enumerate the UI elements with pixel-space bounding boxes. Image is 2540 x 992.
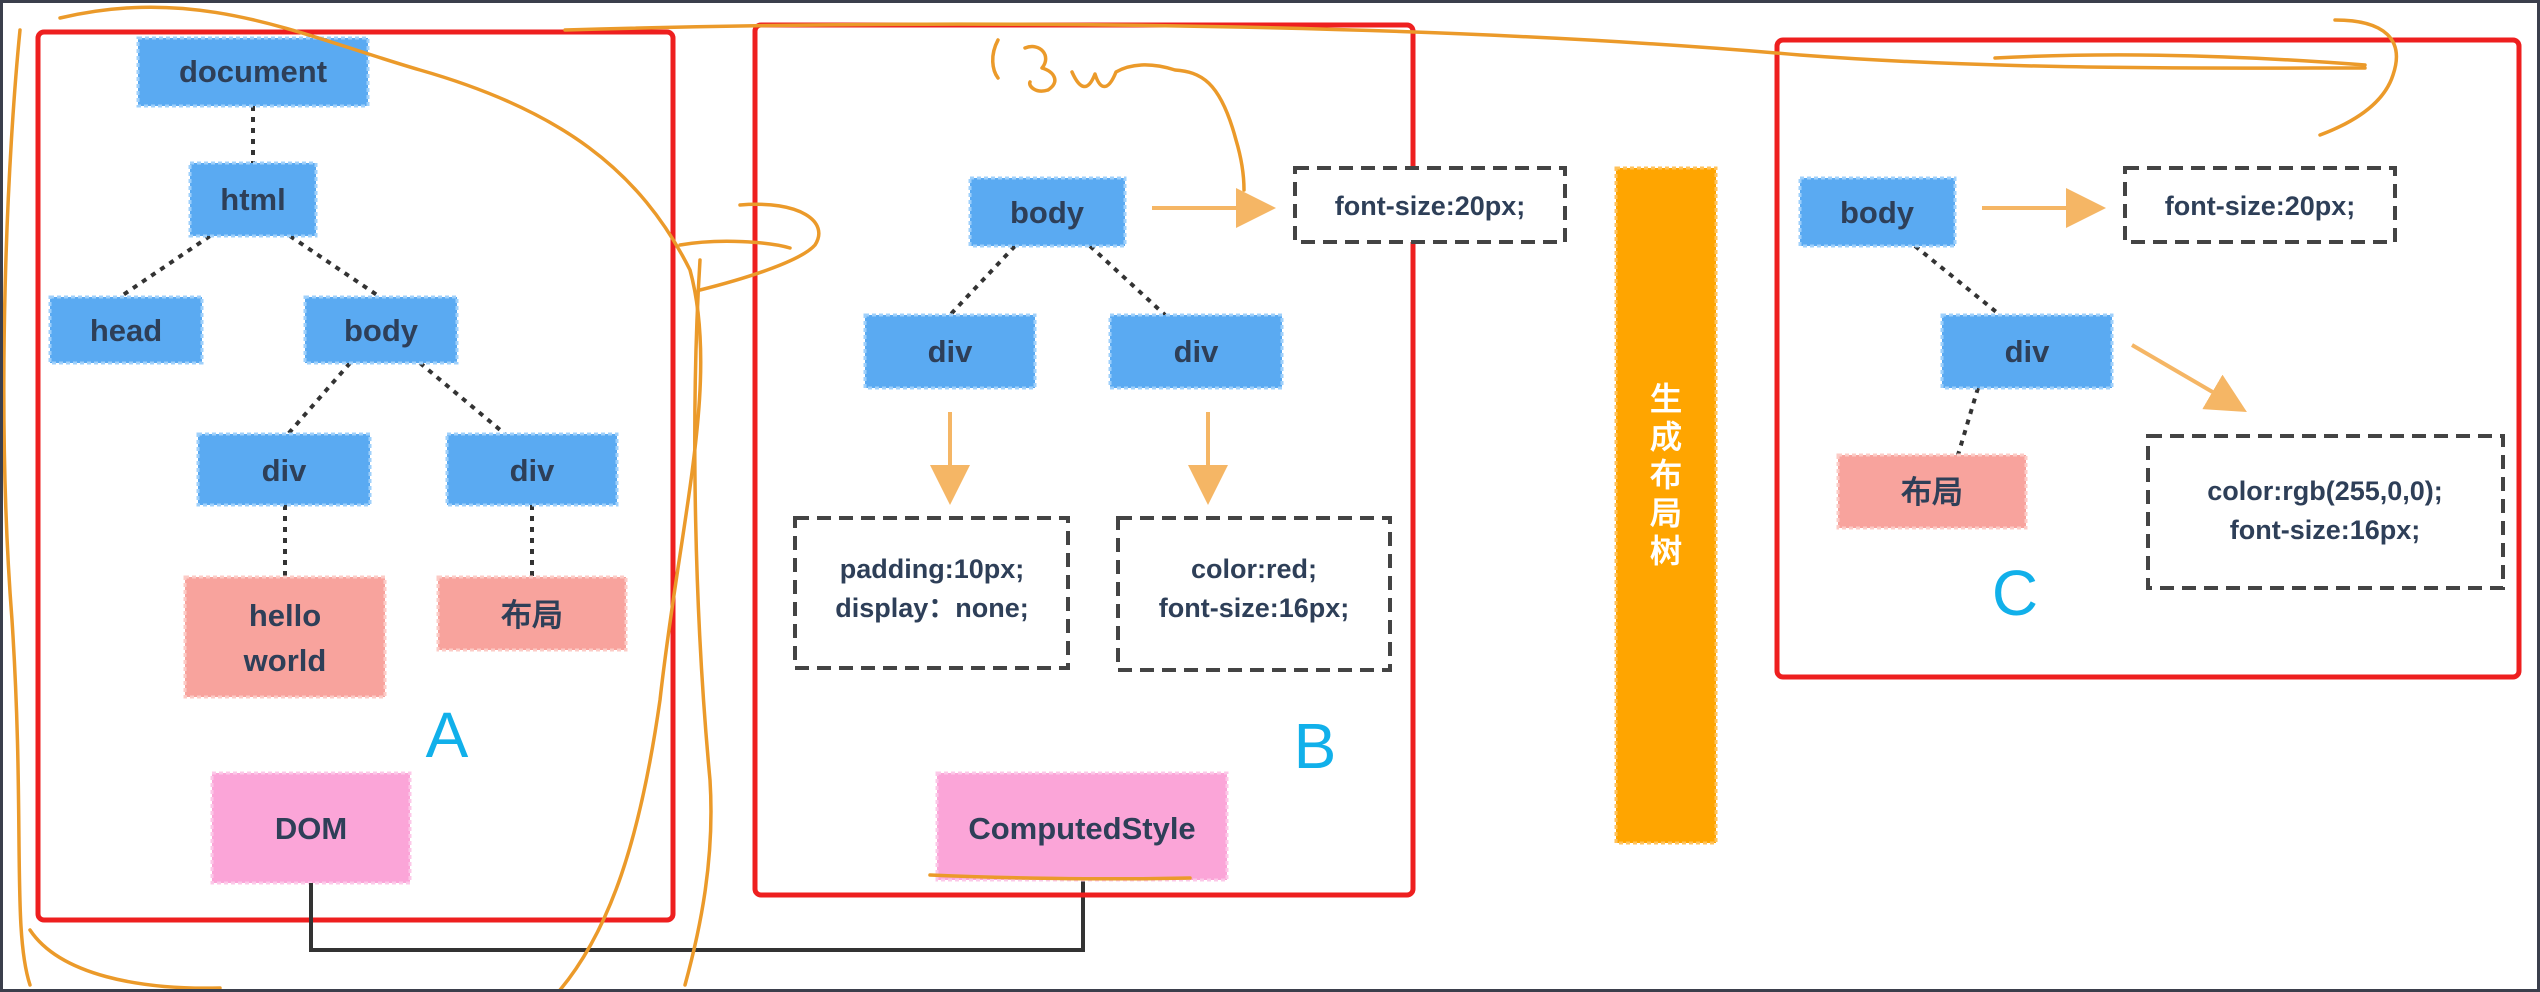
ink-pointer-a-1 — [678, 239, 792, 250]
node-text-layout-c: 布局 — [1836, 453, 2028, 530]
ink-loop-bottom-left — [28, 928, 222, 990]
panel-b-letter: B — [1294, 710, 1337, 782]
panel-b-arrows — [930, 188, 1276, 505]
ink-scribble-1 — [991, 38, 1000, 80]
ink-underline-computed-style — [928, 873, 1192, 881]
text-line: hello — [249, 598, 321, 633]
style-b-right-text: color:red; font-size:16px; — [1159, 554, 1350, 623]
panel-a-frame — [35, 29, 676, 923]
vertical-glyph: 树 — [1650, 533, 1682, 569]
node-body-b-label: body — [1010, 195, 1085, 230]
node-div-a-left-label: div — [262, 453, 308, 488]
panel-c-edges — [1913, 244, 2002, 456]
vertical-glyph: 生 — [1650, 381, 1682, 417]
node-div-b-left-label: div — [928, 334, 974, 369]
node-text-layout-a-label: 布局 — [501, 598, 563, 633]
ink-line-top-2 — [1993, 53, 2367, 67]
node-document: document — [136, 36, 370, 108]
style-c-div-text: color:rgb(255,0,0); font-size:16px; — [2207, 476, 2443, 545]
text-line: color:rgb(255,0,0); — [2207, 476, 2443, 506]
node-div-a-right: div — [445, 432, 619, 507]
node-div-b-left: div — [863, 313, 1037, 390]
vertical-glyph: 局 — [1650, 495, 1682, 531]
text-line: font-size:20px; — [1335, 191, 1526, 221]
node-body-a: body — [303, 295, 459, 365]
node-div-c-label: div — [2005, 334, 2051, 369]
ink-pointer-a-2 — [698, 202, 821, 292]
node-head: head — [48, 295, 204, 365]
node-body-b: body — [968, 176, 1127, 248]
ink-scribble-2 — [1023, 44, 1057, 93]
edge-c-body-div — [1913, 244, 2002, 317]
text-line: display：none; — [835, 593, 1029, 623]
node-div-c: div — [1940, 313, 2114, 390]
ink-stroke-mid — [683, 258, 713, 987]
edge-body-div-left — [286, 361, 352, 436]
panel-a-letter: A — [426, 699, 469, 771]
node-text-hello-world-label: hello world — [243, 598, 327, 678]
dom-style-connector — [309, 880, 1085, 952]
panel-b-edges — [948, 244, 1167, 317]
dom-caption-label: DOM — [275, 811, 347, 846]
style-b-left-text: padding:10px; display：none; — [835, 554, 1029, 623]
text-line: padding:10px; — [840, 554, 1025, 584]
ink-scribble-3 — [1070, 63, 1246, 192]
node-text-layout-c-label: 布局 — [1901, 475, 1963, 510]
text-line: font-size:16px; — [2230, 515, 2421, 545]
ink-hook-right — [2318, 18, 2399, 137]
node-head-label: head — [90, 313, 162, 348]
edge-body-div-right — [418, 361, 507, 436]
style-b-body-text: font-size:20px; — [1335, 191, 1526, 221]
ink-loop-left — [2, 28, 32, 987]
panel-c-frame — [1774, 37, 2522, 680]
computed-style-caption: ComputedStyle — [935, 771, 1229, 882]
handwritten-annotations — [2, 5, 2399, 992]
edge-html-head — [118, 234, 212, 299]
style-c-body-text: font-size:20px; — [2165, 191, 2356, 221]
style-box-c-body: font-size:20px; — [2123, 166, 2397, 244]
vertical-glyph: 成 — [1650, 419, 1682, 455]
panel-a-edges — [118, 106, 534, 577]
edge-html-body — [288, 234, 382, 299]
node-text-hello-world: hello world — [183, 575, 387, 699]
node-body-a-label: body — [344, 313, 419, 348]
text-line: world — [243, 643, 327, 678]
arrow-c-div-style — [2130, 343, 2247, 413]
panel-c-letter: C — [1992, 557, 2038, 629]
text-line: font-size:20px; — [2165, 191, 2356, 221]
dom-caption: DOM — [210, 771, 412, 885]
text-line: color:red; — [1191, 554, 1317, 584]
node-document-label: document — [179, 54, 327, 89]
node-html: html — [188, 161, 318, 238]
node-div-b-right-label: div — [1174, 334, 1220, 369]
node-html-label: html — [220, 182, 285, 217]
computed-style-caption-label: ComputedStyle — [968, 811, 1195, 846]
vertical-glyph: 布 — [1650, 457, 1682, 493]
panel-c-arrows — [1982, 188, 2247, 413]
node-body-c-label: body — [1840, 195, 1915, 230]
node-text-layout-a: 布局 — [436, 575, 628, 652]
generate-layout-tree-label: 生成布局树 — [1650, 381, 1682, 569]
style-box-b-body: font-size:20px; — [1293, 166, 1567, 244]
node-body-c: body — [1798, 176, 1957, 248]
generate-layout-tree-column: 生成布局树 — [1614, 166, 1718, 845]
edge-b-body-div-left — [948, 244, 1017, 317]
ink-line-top — [563, 22, 2367, 70]
style-box-b-right: color:red; font-size:16px; — [1116, 516, 1392, 672]
style-box-c-div: color:rgb(255,0,0); font-size:16px; — [2146, 434, 2505, 590]
style-box-b-left: padding:10px; display：none; — [793, 516, 1070, 670]
text-line: font-size:16px; — [1159, 593, 1350, 623]
ink-loop-around-a — [58, 5, 703, 992]
node-div-a-left: div — [196, 432, 372, 507]
node-div-b-right: div — [1108, 313, 1284, 390]
node-div-a-right-label: div — [510, 453, 556, 488]
edge-c-div-text — [1956, 387, 1980, 456]
